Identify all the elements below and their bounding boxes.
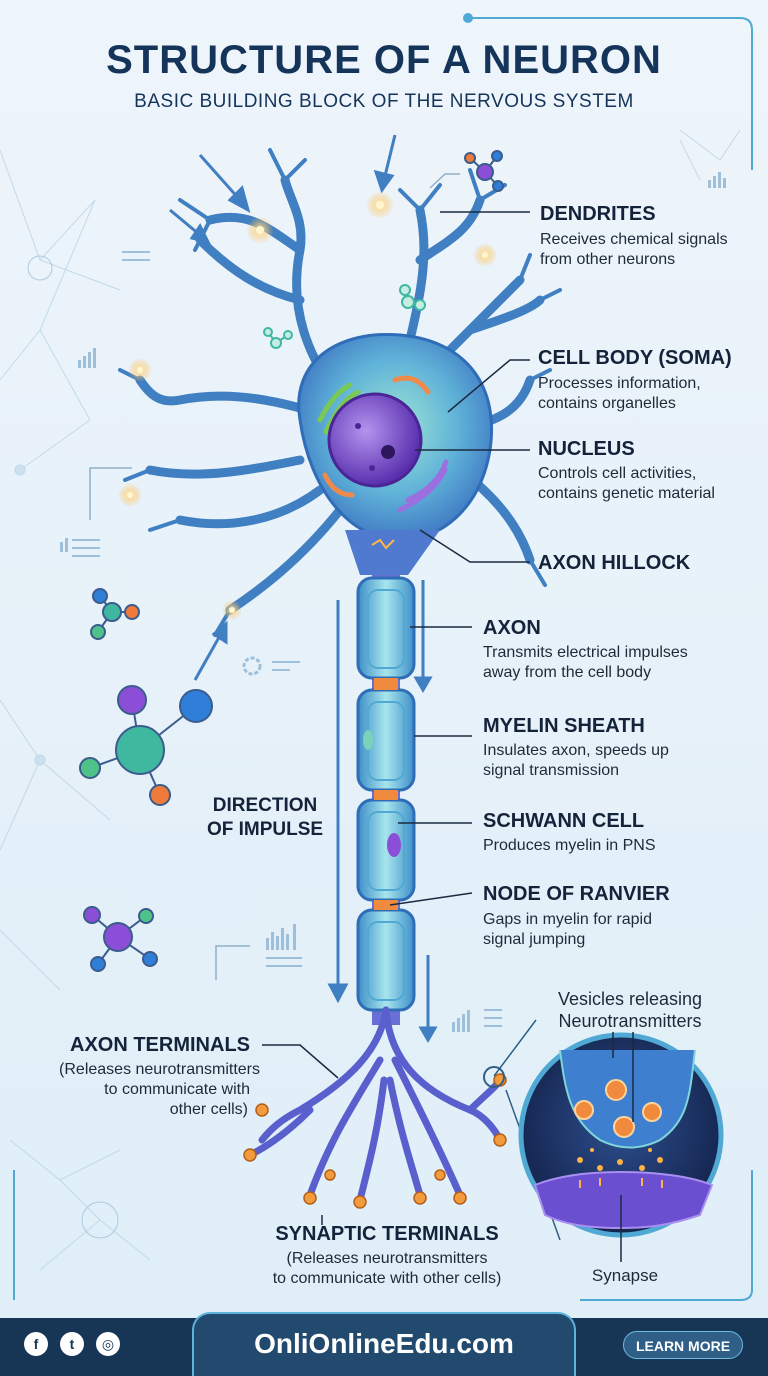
desc-dendrites-1: Receives chemical signals <box>540 231 728 248</box>
desc-axon-2: away from the cell body <box>483 664 652 681</box>
molecule-large <box>79 685 213 806</box>
label-direction-1: DIRECTION <box>212 795 318 816</box>
label-schwann-cell: SCHWANN CELL <box>483 810 645 832</box>
label-myelin-sheath: MYELIN SHEATH <box>483 715 645 737</box>
bracket-lines <box>89 173 460 980</box>
organelles <box>317 375 449 513</box>
site-link[interactable]: OnliOnlineEdu.com <box>254 1328 514 1359</box>
desc-synaptic-1: (Releases neurotransmitters <box>286 1250 488 1267</box>
page-title: STRUCTURE OF A NEURON <box>106 38 662 82</box>
desc-myelin-2: signal transmission <box>483 762 620 779</box>
bar-chart-icon <box>60 172 726 1032</box>
label-axon-terminals: AXON TERMINALS <box>70 1034 250 1056</box>
signal-arrows <box>169 134 397 681</box>
dendrite-tips <box>118 191 497 620</box>
text-lines-icon <box>72 251 502 1027</box>
label-synaptic-terminals: SYNAPTIC TERMINALS <box>275 1223 499 1245</box>
label-axon: AXON <box>483 617 541 639</box>
label-node-of-ranvier: NODE OF RANVIER <box>483 883 670 905</box>
desc-myelin-1: Insulates axon, speeds up <box>483 742 669 759</box>
desc-axon-terminals-3: other cells) <box>169 1101 248 1118</box>
molecule-soma-right <box>399 284 426 311</box>
desc-dendrites-2: from other neurons <box>540 251 676 268</box>
schwann-nucleus <box>387 833 401 857</box>
direction-arrows <box>327 580 438 1043</box>
synaptic-terminal-knobs <box>243 1073 507 1209</box>
background-network <box>0 129 741 1271</box>
desc-cell-body-1: Processes information, <box>538 375 701 392</box>
instagram-icon[interactable]: ◎ <box>96 1332 120 1356</box>
synapse-inset <box>483 1019 724 1262</box>
nucleus <box>327 392 423 488</box>
label-synapse: Synapse <box>591 1266 659 1285</box>
desc-axon-terminals-1: (Releases neurotransmitters <box>59 1061 260 1078</box>
frame-lines <box>13 13 753 1301</box>
twitter-icon[interactable]: t <box>60 1332 84 1356</box>
gear-icon <box>242 656 262 676</box>
label-direction-2: OF IMPULSE <box>206 819 324 840</box>
label-nucleus: NUCLEUS <box>538 438 635 460</box>
molecule-top-right <box>464 150 504 192</box>
label-vesicles-2: Neurotransmitters <box>558 1011 702 1031</box>
desc-synaptic-2: to communicate with other cells) <box>272 1270 502 1287</box>
desc-node-2: signal jumping <box>483 931 586 948</box>
desc-axon-1: Transmits electrical impulses <box>483 644 688 661</box>
desc-cell-body-2: contains organelles <box>538 395 676 412</box>
label-cell-body: CELL BODY (SOMA) <box>538 347 732 369</box>
learn-more-button[interactable]: LEARN MORE <box>623 1331 743 1359</box>
leader-lines <box>262 211 530 1225</box>
nodes-of-ranvier <box>374 678 398 910</box>
axon-hillock <box>345 530 440 575</box>
desc-nucleus-1: Controls cell activities, <box>538 465 697 482</box>
desc-nucleus-2: contains genetic material <box>538 485 715 502</box>
page-subtitle: BASIC BUILDING BLOCK OF THE NERVOUS SYST… <box>134 91 634 112</box>
axon-terminal-branches <box>246 1006 504 1204</box>
molecule-small-left <box>90 588 140 640</box>
desc-axon-terminals-2: to communicate with <box>104 1081 250 1098</box>
molecule-soma-left <box>263 327 293 349</box>
facebook-icon[interactable]: f <box>24 1332 48 1356</box>
molecule-bottom-left <box>83 906 158 972</box>
label-axon-hillock: AXON HILLOCK <box>538 552 691 574</box>
desc-schwann-1: Produces myelin in PNS <box>483 837 656 854</box>
myelin-sheath <box>356 576 416 1012</box>
footer-tab <box>192 1312 576 1376</box>
label-vesicles-1: Vesicles releasing <box>557 989 703 1009</box>
desc-node-1: Gaps in myelin for rapid <box>483 911 652 928</box>
label-dendrites: DENDRITES <box>540 203 656 225</box>
dendrite-branches <box>118 148 562 637</box>
